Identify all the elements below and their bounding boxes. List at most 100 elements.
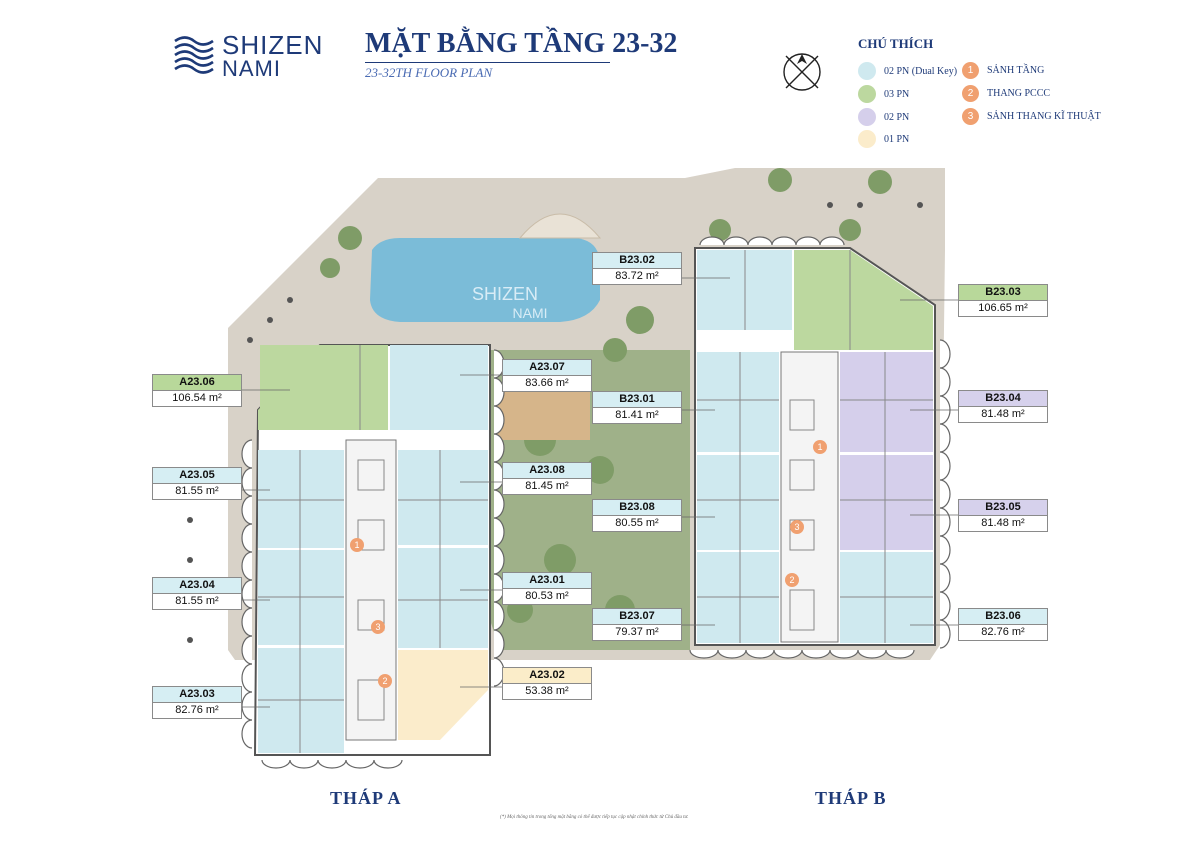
outdoor-furniture bbox=[187, 202, 923, 643]
tower-a-balconies bbox=[241, 349, 505, 769]
unit-b23-04-fill bbox=[840, 352, 933, 452]
unit-code: B23.06 bbox=[959, 609, 1047, 625]
unit-label-b23-08: B23.08 80.55 m² bbox=[592, 499, 682, 532]
unit-area: 53.38 m² bbox=[525, 685, 569, 697]
unit-area: 82.76 m² bbox=[981, 626, 1025, 638]
unit-area: 81.48 m² bbox=[981, 517, 1025, 529]
marker-fire-stair-b: 2 bbox=[789, 575, 794, 585]
unit-code: A23.07 bbox=[503, 360, 591, 376]
unit-a23-05-fill bbox=[258, 450, 344, 548]
unit-label-b23-04: B23.04 81.48 m² bbox=[958, 390, 1048, 423]
legend-swatch-icon bbox=[858, 130, 876, 148]
unit-area: 81.45 m² bbox=[525, 480, 569, 492]
unit-area: 80.53 m² bbox=[525, 590, 569, 602]
unit-area: 106.65 m² bbox=[978, 302, 1028, 314]
title-divider bbox=[365, 62, 610, 63]
unit-area: 81.55 m² bbox=[175, 595, 219, 607]
marker-fire-stair-a: 2 bbox=[382, 676, 387, 686]
unit-a23-02-fill bbox=[398, 650, 488, 740]
legend-title: CHÚ THÍCH bbox=[858, 36, 934, 51]
wood-deck bbox=[495, 385, 590, 440]
unit-code: A23.08 bbox=[503, 463, 591, 479]
unit-label-a23-04: A23.04 81.55 m² bbox=[152, 577, 242, 610]
legend-item-fire-stair: 2 THANG PCCC bbox=[962, 85, 1050, 102]
legend-number-badge: 1 bbox=[962, 62, 979, 79]
unit-area: 81.48 m² bbox=[981, 408, 1025, 420]
unit-code: B23.03 bbox=[959, 285, 1047, 301]
unit-label-a23-03: A23.03 82.76 m² bbox=[152, 686, 242, 719]
brand-name-line2: NAMI bbox=[222, 56, 281, 81]
disclaimer-footnote: (*) Mọi thông tin trong tổng mặt bằng có… bbox=[500, 815, 689, 820]
unit-b23-01-fill bbox=[697, 352, 779, 452]
tower-a-label: THÁP A bbox=[330, 788, 402, 808]
tower-b-balconies bbox=[689, 236, 951, 659]
unit-a23-01-fill bbox=[398, 548, 488, 648]
unit-a23-07-fill bbox=[390, 345, 488, 430]
unit-code: A23.01 bbox=[503, 573, 591, 589]
unit-area: 83.72 m² bbox=[615, 270, 659, 282]
legend-item-2pn: 02 PN bbox=[858, 108, 909, 126]
unit-code: B23.07 bbox=[593, 609, 681, 625]
unit-area: 83.66 m² bbox=[525, 377, 569, 389]
legend-label: THANG PCCC bbox=[987, 88, 1051, 99]
unit-code: A23.02 bbox=[503, 668, 591, 684]
pool-logo-text: SHIZEN bbox=[472, 284, 538, 304]
legend-item-3pn: 03 PN bbox=[858, 85, 909, 103]
legend-label: 03 PN bbox=[884, 88, 910, 100]
facility-markers: 1 2 3 1 2 3 bbox=[350, 440, 827, 688]
marker-floor-lobby-b: 1 bbox=[817, 442, 822, 452]
unit-label-a23-01: A23.01 80.53 m² bbox=[502, 572, 592, 605]
marker-service-lift-b: 3 bbox=[794, 522, 799, 532]
unit-b23-05-fill bbox=[840, 455, 933, 550]
unit-area: 81.41 m² bbox=[615, 409, 659, 421]
tower-b-internal-walls bbox=[697, 250, 933, 643]
unit-area: 79.37 m² bbox=[615, 626, 659, 638]
unit-code: A23.03 bbox=[153, 687, 241, 703]
marker-floor-lobby-a: 1 bbox=[354, 540, 359, 550]
unit-code: A23.04 bbox=[153, 578, 241, 594]
legend-label: 02 PN bbox=[884, 111, 910, 123]
legend-number-badge: 2 bbox=[962, 85, 979, 102]
unit-label-b23-05: B23.05 81.48 m² bbox=[958, 499, 1048, 532]
compass-north-icon bbox=[783, 53, 821, 91]
unit-b23-03-fill bbox=[794, 250, 933, 350]
page-subtitle: 23-32TH FLOOR PLAN bbox=[365, 65, 493, 80]
legend-label: 02 PN (Dual Key) bbox=[884, 65, 958, 77]
legend-number-badge: 3 bbox=[962, 108, 979, 125]
tower-b-label: THÁP B bbox=[815, 788, 887, 808]
pool-deck-arc bbox=[518, 213, 602, 239]
legend-label: SẢNH TẦNG bbox=[987, 65, 1045, 76]
unit-a23-08-fill bbox=[398, 450, 488, 545]
unit-area: 82.76 m² bbox=[175, 704, 219, 716]
brand-name-line1: SHIZEN bbox=[222, 30, 324, 60]
pool-logo-text-2: NAMI bbox=[513, 305, 548, 321]
unit-label-a23-02: A23.02 53.38 m² bbox=[502, 667, 592, 700]
unit-label-b23-06: B23.06 82.76 m² bbox=[958, 608, 1048, 641]
page-title: MẶT BẰNG TẦNG 23-32 bbox=[365, 28, 678, 59]
unit-code: B23.04 bbox=[959, 391, 1047, 407]
unit-label-a23-08: A23.08 81.45 m² bbox=[502, 462, 592, 495]
unit-code: B23.08 bbox=[593, 500, 681, 516]
legend-swatch-icon bbox=[858, 62, 876, 80]
tower-a-core bbox=[345, 439, 397, 741]
unit-b23-08-fill bbox=[697, 455, 779, 550]
unit-label-b23-07: B23.07 79.37 m² bbox=[592, 608, 682, 641]
swimming-pool bbox=[370, 238, 600, 322]
unit-label-b23-03: B23.03 106.65 m² bbox=[958, 284, 1048, 317]
unit-code: B23.05 bbox=[959, 500, 1047, 516]
unit-label-a23-05: A23.05 81.55 m² bbox=[152, 467, 242, 500]
unit-code: A23.06 bbox=[153, 375, 241, 391]
unit-area: 80.55 m² bbox=[615, 517, 659, 529]
unit-label-a23-06: A23.06 106.54 m² bbox=[152, 374, 242, 407]
unit-label-b23-02: B23.02 83.72 m² bbox=[592, 252, 682, 285]
unit-area: 81.55 m² bbox=[175, 485, 219, 497]
legend-label: SẢNH THANG KĨ THUẬT bbox=[987, 111, 1101, 122]
legend-item-1pn: 01 PN bbox=[858, 130, 909, 148]
unit-area: 106.54 m² bbox=[172, 392, 222, 404]
tower-a-internal-walls bbox=[258, 345, 488, 753]
unit-label-a23-07: A23.07 83.66 m² bbox=[502, 359, 592, 392]
leader-lines bbox=[242, 277, 958, 708]
unit-code: A23.05 bbox=[153, 468, 241, 484]
unit-code: B23.02 bbox=[593, 253, 681, 269]
unit-label-b23-01: B23.01 81.41 m² bbox=[592, 391, 682, 424]
